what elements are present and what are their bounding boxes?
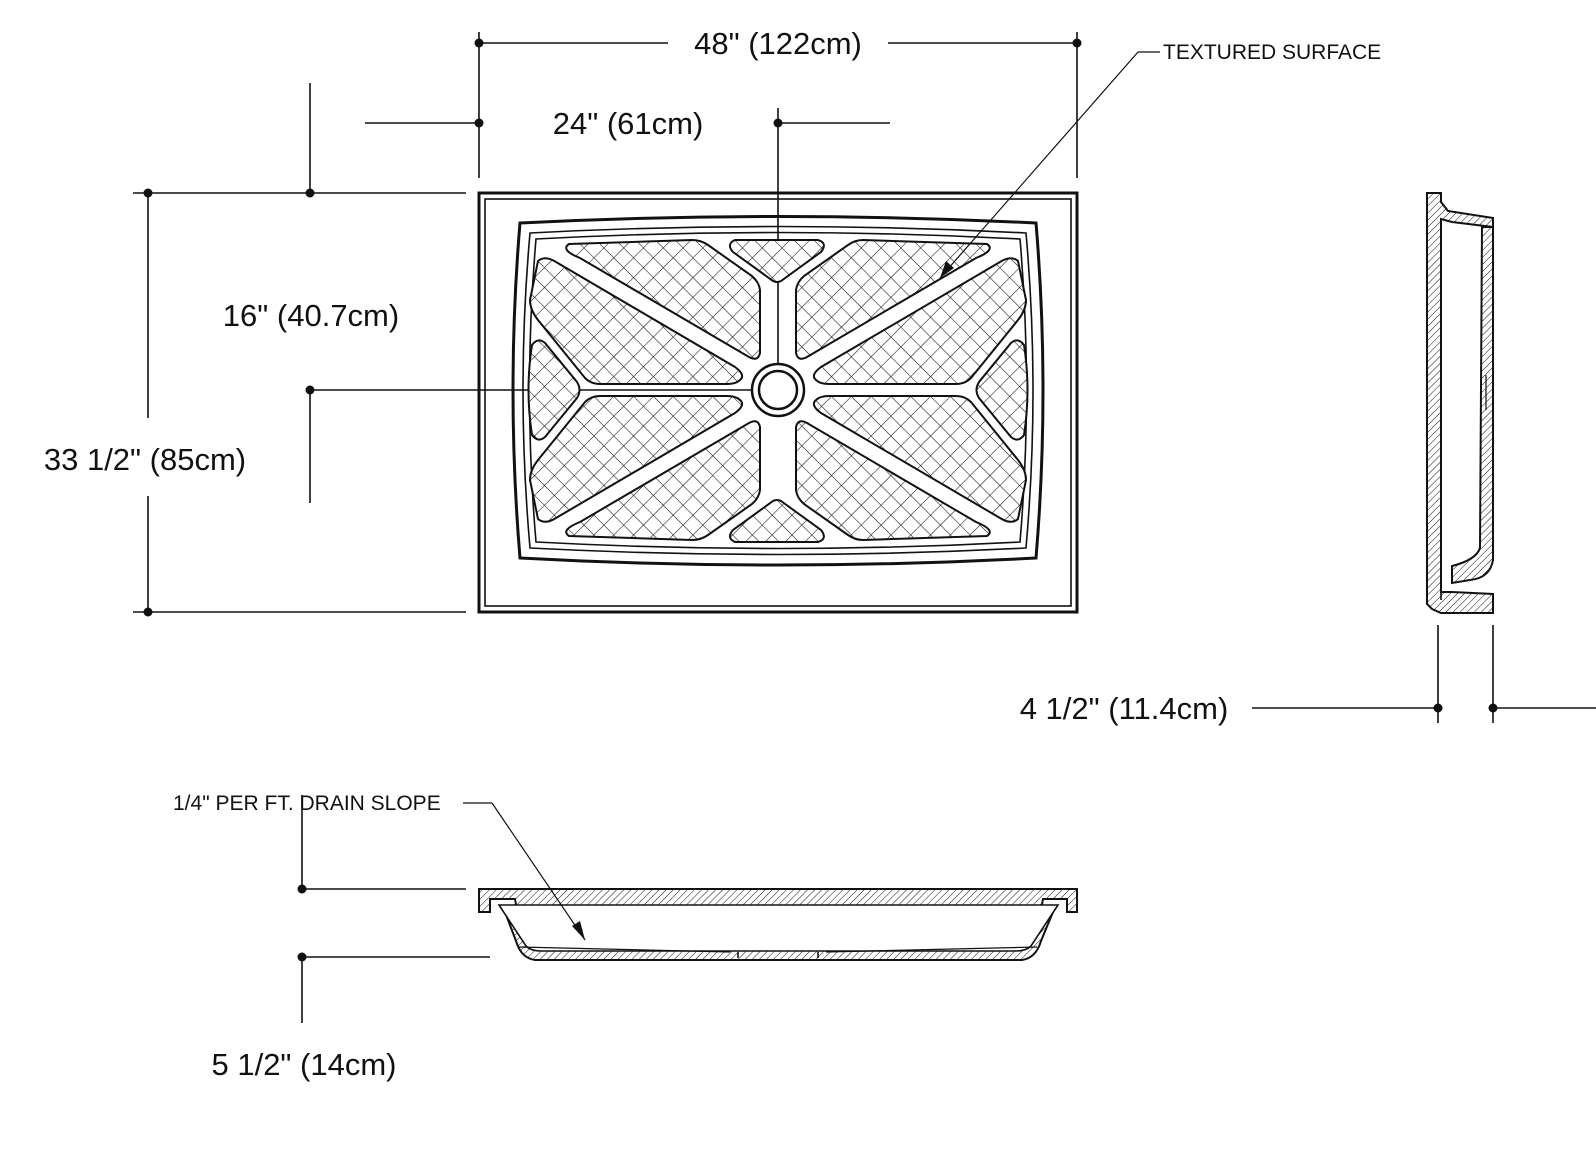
- pad-lower-left: [528, 395, 744, 523]
- pad-top-left: [565, 238, 761, 360]
- pad-bottom-left: [565, 420, 761, 542]
- textured-surface-label: TEXTURED SURFACE: [1163, 41, 1381, 64]
- textured-pads: [527, 238, 1029, 543]
- textured-surface-callout: TEXTURED SURFACE: [939, 41, 1381, 279]
- pad-bottom-center: [729, 499, 825, 543]
- side-flange-dimension: 4 1/2" (11.4cm): [1020, 625, 1596, 726]
- overall-height-dimension: 5 1/2" (14cm): [211, 795, 490, 1082]
- pad-top-right: [795, 238, 991, 360]
- overall-height-label: 5 1/2" (14cm): [211, 1047, 396, 1082]
- side-flange-width-label: 4 1/2" (11.4cm): [1020, 691, 1229, 726]
- overall-depth-label: 33 1/2" (85cm): [44, 442, 246, 477]
- pad-bottom-right: [795, 420, 991, 542]
- drain-slope-callout: 1/4" PER FT. DRAIN SLOPE: [173, 792, 586, 941]
- pad-left: [527, 339, 581, 441]
- drain-offset-width-label: 24" (61cm): [553, 106, 704, 141]
- overall-depth-dimension: 33 1/2" (85cm): [44, 188, 466, 617]
- drain-offset-width-dimension: 24" (61cm): [365, 106, 890, 372]
- drain-icon: [750, 362, 806, 418]
- drain-slope-label: 1/4" PER FT. DRAIN SLOPE: [173, 792, 441, 815]
- pad-upper-right: [812, 257, 1028, 385]
- pad-top-center: [729, 239, 825, 283]
- pad-lower-right: [812, 395, 1028, 523]
- drain-offset-depth-label: 16" (40.7cm): [223, 298, 399, 333]
- side-view: [1426, 192, 1494, 614]
- overall-width-label: 48" (122cm): [694, 26, 862, 61]
- overall-width-dimension: 48" (122cm): [474, 26, 1082, 178]
- pad-right: [975, 339, 1029, 441]
- plan-view: [477, 191, 1079, 614]
- front-section-view: [478, 888, 1078, 961]
- pad-upper-left: [528, 257, 744, 385]
